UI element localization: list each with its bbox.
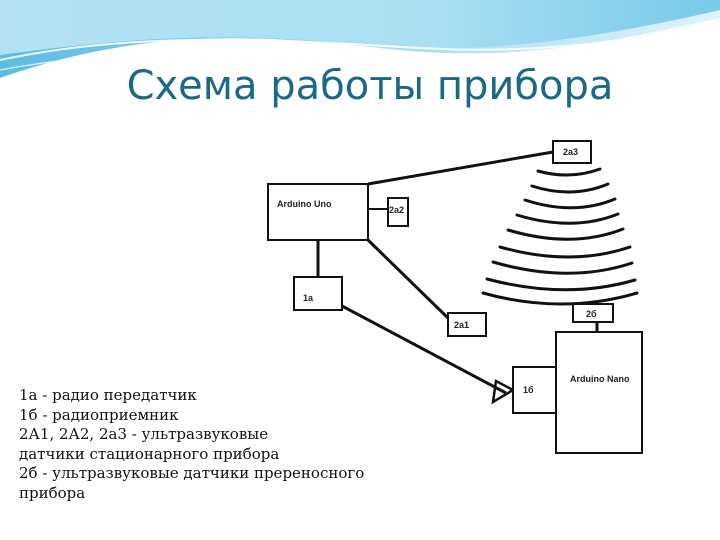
- sound-wave-arc: [498, 245, 632, 259]
- radio-1b-block: [512, 366, 557, 414]
- sensor-2a2-block: [387, 197, 409, 227]
- sensor-2a1-block: [447, 312, 487, 337]
- sensor-2a3-label: 2а3: [563, 147, 578, 157]
- link-1a-1b: [341, 304, 507, 395]
- arduino-nano-label: Arduino Nano: [570, 374, 630, 384]
- sensor-2a2-label: 2а2: [389, 205, 404, 215]
- arrow-head: [491, 379, 516, 405]
- arduino-uno-block: [267, 183, 369, 241]
- sound-wave-arc: [485, 277, 637, 292]
- sensor-2b-label: 2б: [586, 309, 597, 319]
- sensor-2b-block: [572, 303, 614, 323]
- arduino-nano-block: [555, 331, 643, 454]
- link-uno-2a1: [366, 238, 450, 320]
- arduino-uno-label: Arduino Uno: [277, 199, 332, 209]
- legend-line: 2А1, 2А2, 2а3 - ультразвуковые: [19, 425, 269, 443]
- sound-wave-arc: [530, 182, 610, 194]
- header-wave-decoration: [0, 0, 720, 78]
- sound-wave-arc: [481, 291, 639, 306]
- radio-1a-label: 1а: [303, 293, 314, 303]
- sound-wave-arc: [491, 260, 634, 275]
- radio-1b-label: 1б: [523, 385, 534, 395]
- radio-1a-block: [293, 276, 343, 311]
- sound-wave-arc: [536, 167, 602, 177]
- legend-line: 2б - ультразвуковые датчики преренoсного: [19, 464, 365, 482]
- legend-line: 1а - радио передатчик: [19, 386, 197, 404]
- sound-wave-arc: [506, 227, 625, 241]
- sensor-2a3-block: [552, 140, 592, 164]
- legend-line: датчики стационарного прибора: [19, 444, 280, 463]
- legend-line: 1б - радиоприемник: [19, 405, 179, 424]
- page-title: Схема работы прибора: [126, 63, 614, 109]
- sensor-2a1-label: 2а1: [454, 320, 469, 330]
- legend-line: прибора: [19, 483, 86, 502]
- link-uno-2a3: [367, 150, 554, 186]
- sound-wave-arc: [515, 212, 620, 225]
- sound-wave-arc: [523, 197, 617, 210]
- legend: 1а - радио передатчик 1б - радиоприемник…: [19, 386, 399, 503]
